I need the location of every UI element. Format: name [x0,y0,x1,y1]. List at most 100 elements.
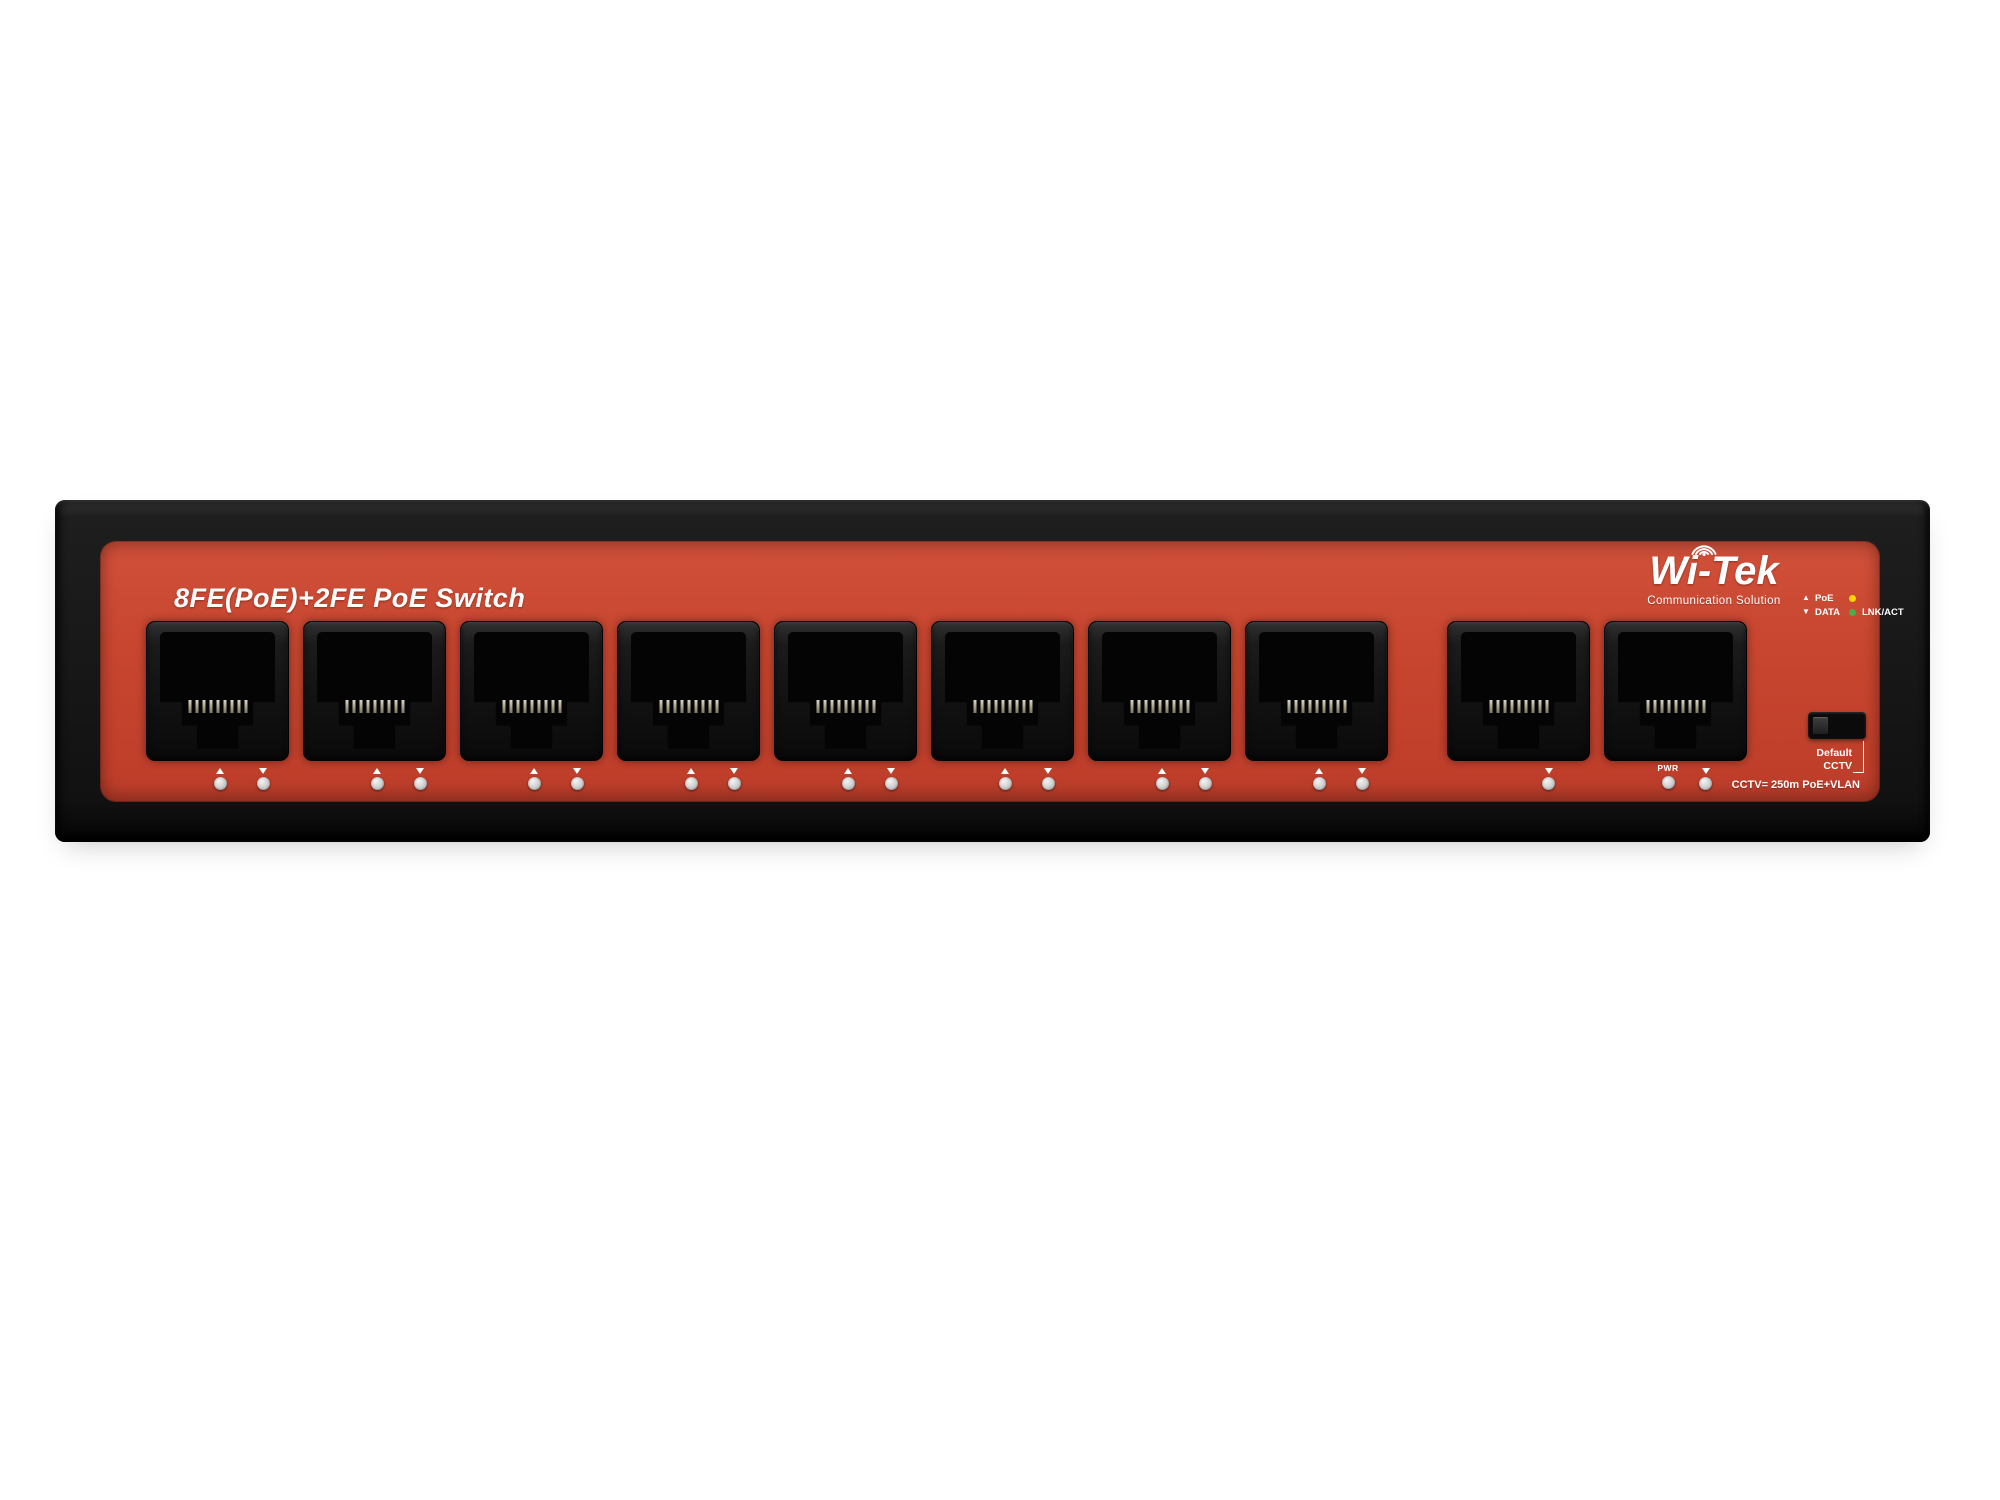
rj45-pin [680,699,683,713]
rj45-cavity [788,632,903,749]
port-group-divider [1402,621,1433,790]
rj45-pin [1681,699,1684,713]
rj45-pin [523,699,526,713]
rj45-jack [1604,621,1747,761]
rj45-pin [530,699,533,713]
rj45-pin [1022,699,1025,713]
rj45-pin [973,699,976,713]
poe-led-unit [998,768,1012,790]
up-triangle-icon [1158,768,1166,774]
rj45-cavity [317,632,432,749]
rj45-pin [816,699,819,713]
rj45-pins [973,699,1032,713]
rj45-pin [1336,699,1339,713]
rj45-pins [1646,699,1705,713]
rj45-cavity [1461,632,1576,749]
rj45-pin [980,699,983,713]
poe-led [370,777,384,790]
cctv-mode-note: CCTV= 250m PoE+VLAN [1731,779,1860,791]
rj45-pins [502,699,561,713]
rj45-pin [359,699,362,713]
link-led-unit [1041,768,1055,790]
rj45-pin [1130,699,1133,713]
rj45-pin [1688,699,1691,713]
wifi-signal-icon [1691,545,1717,556]
port-leds [527,768,584,790]
link-led-unit [1198,768,1212,790]
rj45-pin [387,699,390,713]
rj45-pin [230,699,233,713]
up-triangle-icon [373,768,381,774]
down-triangle-icon [887,768,895,774]
port-leds [841,768,898,790]
rj45-pin [1137,699,1140,713]
rj45-pins [659,699,718,713]
rj45-pin [209,699,212,713]
poe-led [841,777,855,790]
rj45-port-poe [1088,621,1231,790]
rj45-cavity [1618,632,1733,749]
down-triangle-icon [573,768,581,774]
rj45-pin [1301,699,1304,713]
rj45-pin [1503,699,1506,713]
rj45-pin [502,699,505,713]
link-led-unit [256,768,270,790]
up-triangle-icon [844,768,852,774]
link-led [1355,777,1369,790]
rj45-pin [1524,699,1527,713]
rj45-cavity [160,632,275,749]
rj45-pin [1322,699,1325,713]
poe-color-dot [1849,594,1856,602]
link-led [256,777,270,790]
rj45-pin [715,699,718,713]
port-leds [998,768,1055,790]
poe-led-unit [370,768,384,790]
rj45-port-poe [931,621,1074,790]
up-triangle-icon [687,768,695,774]
brand-tagline: Communication Solution [1647,595,1781,607]
rj45-pin [1287,699,1290,713]
switch-faceplate: 8FE(PoE)+2FE PoE Switch Wi-Tek Communica… [100,541,1904,802]
dip-switch-knob [1813,717,1828,734]
legend-label-poe: PoE [1815,592,1834,604]
up-triangle-icon [530,768,538,774]
rj45-jack [931,621,1074,761]
rj45-pin [858,699,861,713]
rj45-pin [1029,699,1032,713]
legend-extra-lnkact: LNK/ACT [1862,606,1904,618]
rj45-pin [1186,699,1189,713]
rj45-jack [460,621,603,761]
down-triangle-icon [1544,768,1553,774]
down-triangle-icon [1701,768,1710,774]
rj45-cavity [1259,632,1374,749]
rj45-port-uplink [1447,621,1590,790]
rj45-pin [1172,699,1175,713]
link-led-unit [1699,768,1712,790]
port-leds [370,768,427,790]
rj45-pin [1545,699,1548,713]
brand-name: Wi-Tek [1649,549,1779,593]
rj45-pin [1660,699,1663,713]
rj45-jack [1447,621,1590,761]
rj45-pin [659,699,662,713]
rj45-pin [509,699,512,713]
poe-led-unit [841,768,855,790]
rj45-port-poe [303,621,446,790]
rj45-pin [216,699,219,713]
rj45-jack [1245,621,1388,761]
rj45-pin [1702,699,1705,713]
dip-label-default: Default [1816,747,1852,759]
rj45-pin [1308,699,1311,713]
down-triangle-icon [730,768,738,774]
port-leds [213,768,270,790]
rj45-pin [1144,699,1147,713]
legend-label-data: DATA [1815,606,1840,618]
link-led [1041,777,1055,790]
rj45-pin [851,699,854,713]
port-leds [684,768,741,790]
link-led-unit [1355,768,1369,790]
rj45-pins [816,699,875,713]
rj45-pin [1001,699,1004,713]
rj45-cavity [945,632,1060,749]
rj45-pin [1538,699,1541,713]
